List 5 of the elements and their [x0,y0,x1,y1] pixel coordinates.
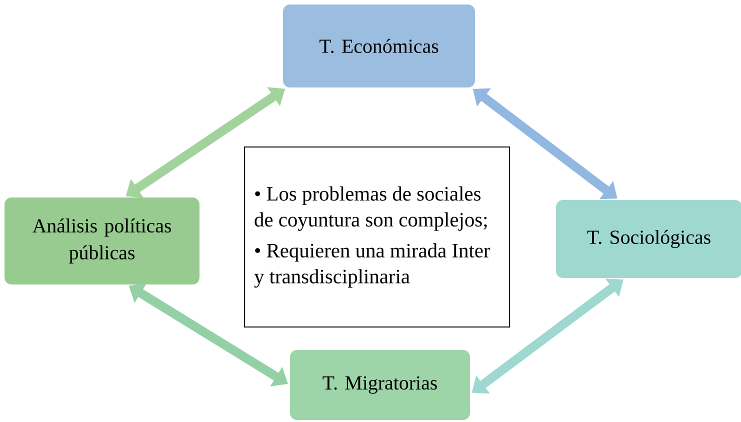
topic-box: Análisis políticas públicas [4,198,200,284]
text-box: • Los problemas de sociales de coyuntura son complejos; • Requieren una mirada Inter y transdisciplinaria [244,146,510,328]
topic-box: T. Económicas [283,4,475,88]
topic-box: T. Migratorias [290,350,470,420]
topic-box: T. Sociológicas [556,200,741,278]
